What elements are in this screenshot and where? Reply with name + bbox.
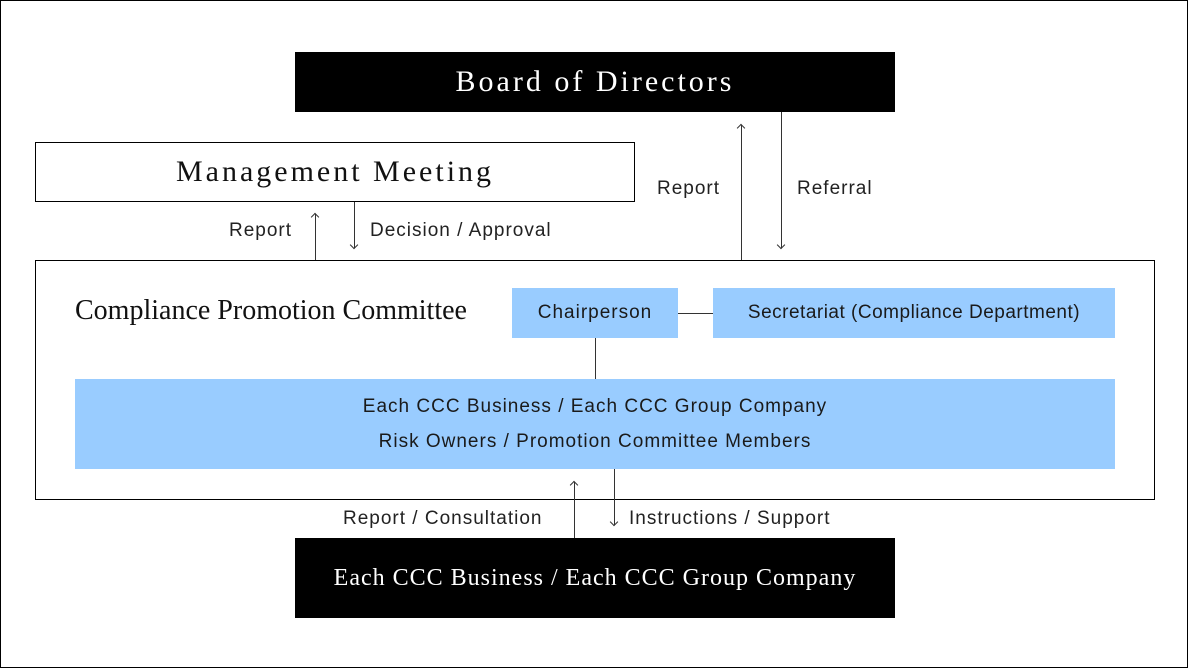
bottom-instructions-arrow	[614, 469, 615, 525]
members-line-1: Each CCC Business / Each CCC Group Compa…	[362, 396, 828, 417]
bottom-report-arrow	[574, 482, 575, 538]
chairperson-box: Chairperson	[512, 288, 678, 338]
mgmt-decision-arrow	[354, 202, 355, 248]
board-of-directors-label: Board of Directors	[455, 65, 735, 98]
mgmt-report-label: Report	[229, 220, 293, 241]
board-report-label: Report	[657, 178, 721, 199]
secretariat-label: Secretariat (Compliance Department)	[747, 302, 1081, 323]
bottom-ccc-label: Each CCC Business / Each CCC Group Compa…	[333, 564, 857, 591]
secretariat-box: Secretariat (Compliance Department)	[713, 288, 1115, 338]
members-line-2: Risk Owners / Promotion Committee Member…	[378, 431, 812, 452]
management-meeting-label: Management Meeting	[175, 155, 495, 188]
chairperson-members-connector	[595, 338, 596, 379]
bottom-report-label: Report / Consultation	[343, 508, 543, 529]
members-box: Each CCC Business / Each CCC Group Compa…	[75, 379, 1115, 469]
bottom-ccc-box: Each CCC Business / Each CCC Group Compa…	[295, 538, 895, 618]
board-of-directors-box: Board of Directors	[295, 52, 895, 112]
board-referral-label: Referral	[797, 178, 873, 199]
management-meeting-box: Management Meeting	[35, 142, 635, 202]
mgmt-report-arrow	[315, 214, 316, 260]
board-report-arrow	[741, 125, 742, 260]
compliance-committee-title: Compliance Promotion Committee	[75, 295, 467, 326]
bottom-instructions-label: Instructions / Support	[629, 508, 831, 529]
chairperson-secretariat-connector	[678, 313, 713, 314]
board-referral-arrow	[781, 112, 782, 248]
mgmt-decision-label: Decision / Approval	[370, 220, 552, 241]
compliance-committee-container	[35, 260, 1155, 500]
chairperson-label: Chairperson	[537, 302, 653, 323]
